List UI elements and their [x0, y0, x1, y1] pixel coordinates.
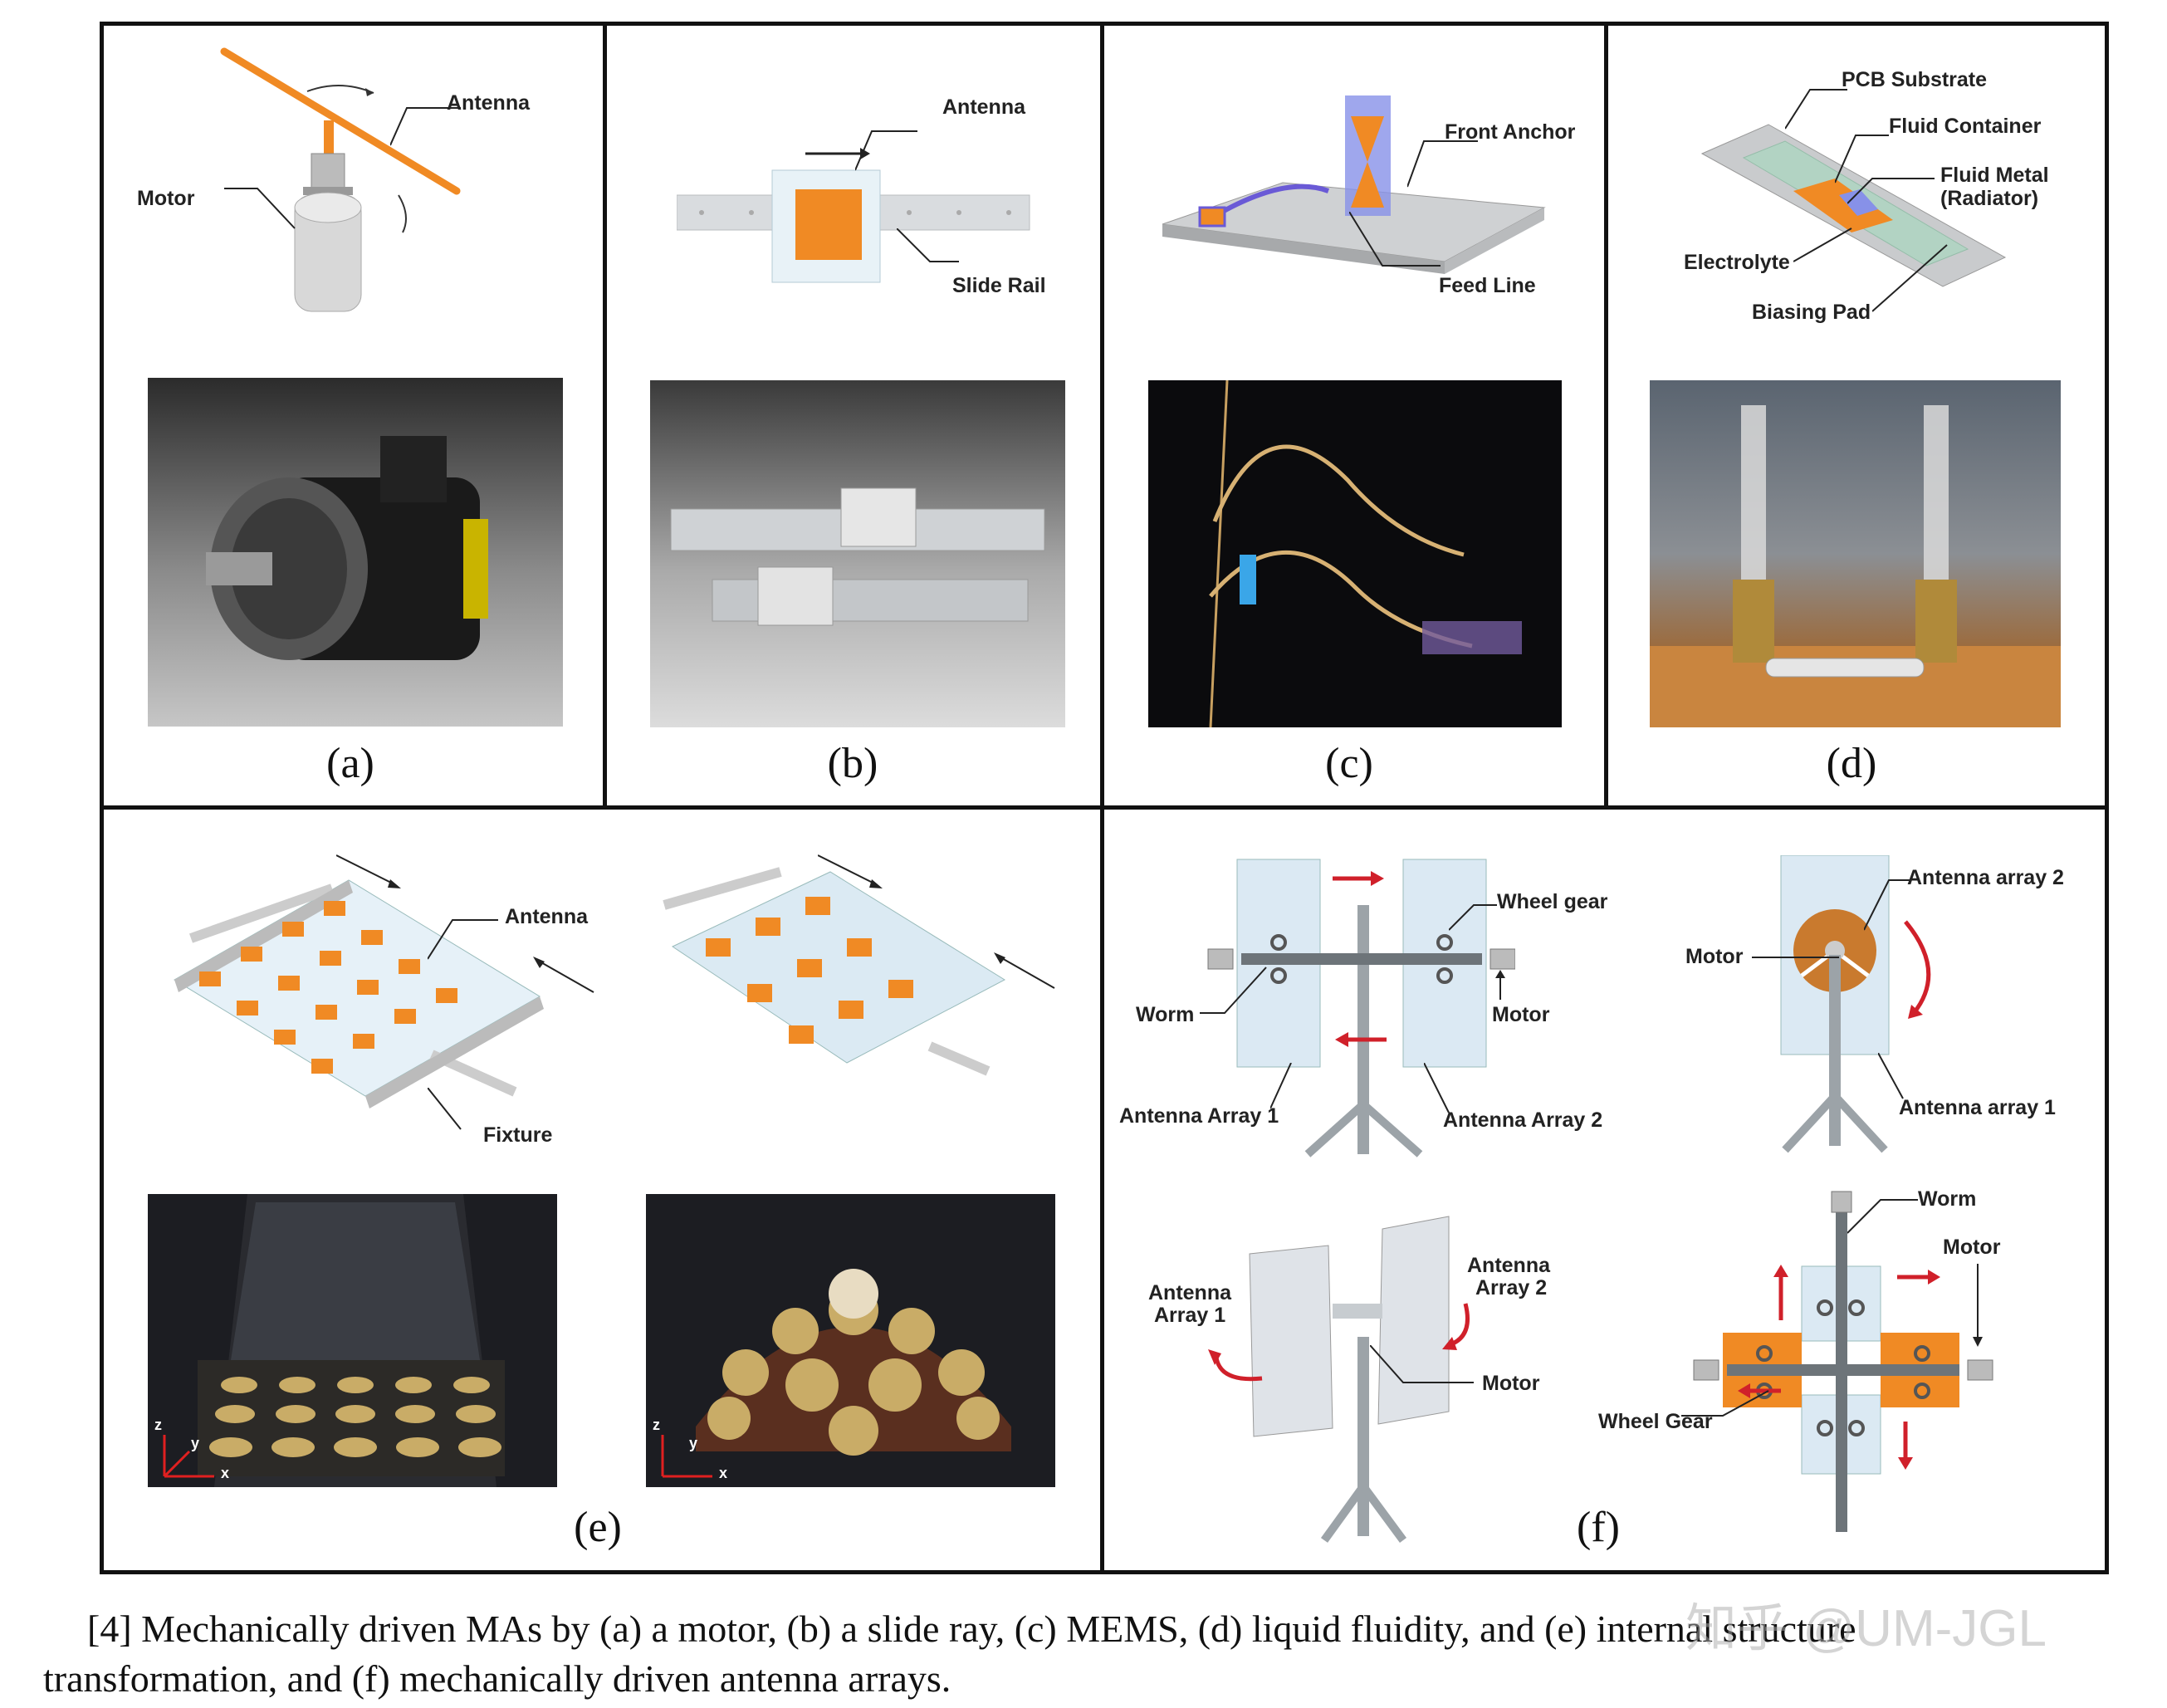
col-divider-3 — [1604, 22, 1608, 808]
rail-leader-b — [897, 228, 959, 262]
axis-y-label-1: y — [191, 1435, 200, 1451]
label-motor-f3: Motor — [1482, 1372, 1540, 1395]
label-antenna-array-1: Antenna Array 1 — [1119, 1104, 1279, 1128]
label-motor-f1: Motor — [1492, 1003, 1550, 1026]
motor3-leader — [1370, 1345, 1474, 1383]
worm2-leader — [1847, 1199, 1918, 1234]
cross-worm-diagram — [1693, 1191, 1993, 1532]
curved-array-photo: z y x — [646, 1194, 1055, 1487]
liquid-metal-diagram — [1700, 124, 2007, 287]
label-pcb-substrate: PCB Substrate — [1842, 68, 1988, 91]
mems-photo — [1148, 380, 1562, 727]
label-worm-f4: Worm — [1918, 1187, 1977, 1211]
arrow-e-2 — [533, 957, 594, 993]
label-motor-f2: Motor — [1685, 945, 1744, 968]
antenna-leader-e — [428, 919, 498, 960]
motor-leader-a — [224, 188, 296, 229]
label-wheel-gear-f4: Wheel Gear — [1598, 1410, 1713, 1433]
figure-frame — [100, 22, 2109, 1574]
slide-rail-photo — [650, 380, 1065, 727]
liquid-metal-photo — [1650, 380, 2061, 727]
row-divider — [100, 805, 2109, 810]
motor-diagram — [220, 47, 461, 312]
feed-leader-c — [1349, 212, 1441, 267]
antenna-leader-a — [390, 107, 461, 146]
wheel-gear2-leader — [1681, 1390, 1769, 1417]
container-leader-d — [1835, 135, 1889, 184]
motor4-arrow — [1973, 1264, 1983, 1347]
pad-leader-d — [1872, 244, 1948, 312]
label-antenna-f4-line2: Array 2 — [1475, 1276, 1548, 1299]
label-slide-rail: Slide Rail — [952, 274, 1046, 297]
col-divider-2 — [1100, 22, 1104, 1574]
col-divider-1 — [603, 22, 607, 808]
label-electrolyte: Electrolyte — [1684, 251, 1790, 274]
arrow-e-4 — [994, 952, 1055, 989]
array1-leader-f2 — [1878, 1053, 1904, 1099]
array1-leader — [1270, 1063, 1292, 1109]
axis-x-label-1: x — [221, 1465, 230, 1481]
label-radiator: (Radiator) — [1940, 187, 2039, 210]
motor-arrow-f1 — [1495, 970, 1505, 1000]
array2-leader-f2 — [1864, 879, 1910, 931]
label-antenna-e: Antenna — [505, 905, 588, 928]
origami-folded-diagram — [663, 867, 1006, 1076]
label-antenna-f3-line1: Antenna — [1148, 1281, 1231, 1304]
label-worm: Worm — [1136, 1003, 1195, 1026]
motor2-leader — [1752, 957, 1839, 958]
label-antenna-f4-line1: Antenna — [1467, 1254, 1550, 1277]
label-antenna-f3-line2: Array 1 — [1154, 1304, 1226, 1327]
hinged-panels-diagram — [1208, 1216, 1470, 1543]
anchor-leader-c — [1407, 140, 1478, 188]
arrow-e-1 — [336, 854, 401, 888]
subfigure-label-d: (d) — [1826, 740, 1877, 787]
origami-flat-diagram — [174, 879, 544, 1108]
caption-line-1: [4] Mechanically driven MAs by (a) a mot… — [87, 1608, 1856, 1650]
label-fluid-metal: Fluid Metal — [1940, 164, 2049, 187]
slide-rail-diagram — [677, 169, 1030, 283]
rotating-disc-diagram — [1780, 855, 1931, 1153]
label-motor-a: Motor — [137, 187, 195, 210]
wheel-gear-leader — [1449, 904, 1497, 931]
label-fluid-container: Fluid Container — [1889, 115, 2042, 138]
metal-leader-d — [1847, 178, 1935, 204]
pcb-leader-d — [1785, 89, 1847, 130]
caption-line-2: transformation, and (f) mechanically dri… — [43, 1657, 951, 1700]
subfigure-label-e: (e) — [574, 1504, 622, 1551]
label-antenna-array-1-f2: Antenna array 1 — [1899, 1096, 2056, 1119]
mems-diagram — [1162, 95, 1546, 274]
label-biasing-pad: Biasing Pad — [1752, 301, 1871, 324]
subfigure-label-f: (f) — [1577, 1504, 1620, 1551]
label-wheel-gear: Wheel gear — [1497, 890, 1608, 913]
subfigure-label-b: (b) — [827, 740, 878, 787]
antenna-leader-b — [855, 130, 917, 171]
subfigure-label-a: (a) — [326, 740, 374, 787]
label-front-anchor: Front Anchor — [1445, 120, 1576, 144]
arrow-e-3 — [818, 854, 883, 888]
label-antenna-array-2: Antenna Array 2 — [1443, 1108, 1603, 1132]
array2-leader — [1424, 1063, 1450, 1113]
worm-gear-array-diagram — [1207, 859, 1515, 1157]
label-antenna-b: Antenna — [942, 95, 1025, 119]
label-antenna-array-2-f2: Antenna array 2 — [1907, 866, 2064, 889]
electrolyte-leader-d — [1793, 228, 1852, 262]
worm-leader — [1200, 967, 1267, 1014]
axis-y-label-2: y — [689, 1435, 698, 1451]
label-fixture: Fixture — [483, 1123, 553, 1147]
axis-z-label-2: z — [653, 1417, 660, 1433]
label-feed-line: Feed Line — [1439, 274, 1536, 297]
flat-array-photo: z y x — [148, 1194, 557, 1487]
axis-z-label-1: z — [154, 1417, 162, 1433]
label-antenna-a: Antenna — [447, 91, 530, 115]
fixture-leader-e — [428, 1088, 462, 1130]
label-motor-f4: Motor — [1943, 1236, 2001, 1259]
subfigure-label-c: (c) — [1325, 740, 1373, 787]
axis-x-label-2: x — [719, 1465, 728, 1481]
watermark: 知乎 @UM-JGL — [1685, 1600, 2047, 1657]
motor-photo — [148, 378, 563, 727]
